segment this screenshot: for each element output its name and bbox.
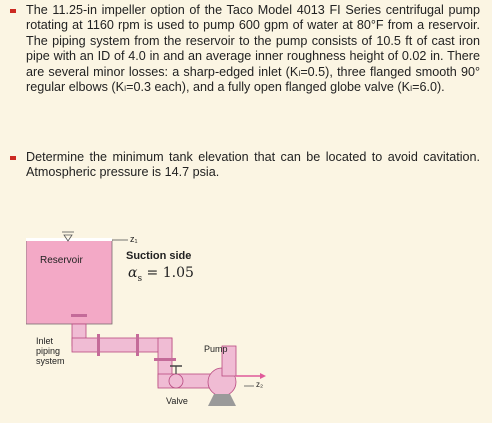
reservoir-water (25, 239, 113, 325)
bullet-icon (10, 9, 16, 13)
flange (136, 334, 139, 356)
pipe-horizontal (71, 337, 173, 353)
suction-side-label: Suction side (126, 250, 192, 262)
z1-label: z₁ (130, 234, 138, 244)
bullet-icon (10, 156, 16, 160)
pump-system-diagram (25, 231, 266, 406)
flange (97, 334, 100, 356)
flange (154, 358, 176, 361)
problem-text-2: Determine the minimum tank elevation tha… (26, 150, 480, 180)
flange (71, 314, 87, 317)
valve-body (168, 373, 184, 389)
inlet-piping-label: Inlet piping system (36, 336, 65, 366)
reservoir-label: Reservoir (40, 255, 83, 266)
z2-label: z₂ (256, 380, 264, 389)
pump-base (208, 394, 236, 406)
problem-paragraph-1: The 11.25-in impeller option of the Taco… (10, 3, 480, 95)
pump-discharge (221, 345, 237, 377)
water-level-marker (63, 234, 73, 242)
problem-paragraph-2: Determine the minimum tank elevation tha… (10, 150, 480, 181)
alpha-label: αs = 1.05 (128, 265, 194, 284)
problem-text-1: The 11.25-in impeller option of the Taco… (26, 3, 480, 95)
arrow-head-icon (260, 373, 266, 379)
valve-label: Valve (166, 396, 188, 406)
pipe-to-pump (157, 373, 215, 389)
pump-label: Pump (204, 344, 228, 354)
pump-system-figure: Reservoir z₁ Suction side αs = 1.05 Inle… (25, 218, 266, 418)
